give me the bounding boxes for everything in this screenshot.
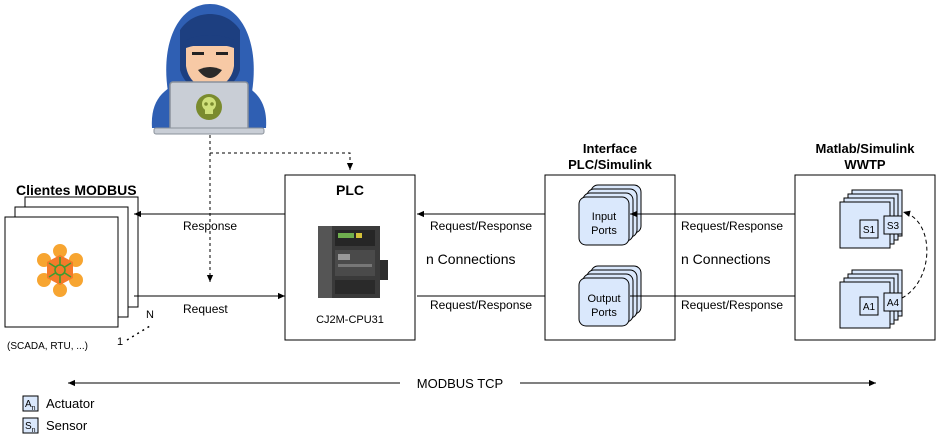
- legend-sensor-sub: n: [32, 427, 36, 434]
- sensor-first-label: S1: [863, 225, 876, 236]
- clients-subtitle: (SCADA, RTU, ...): [7, 341, 88, 352]
- output-ports-stack: [578, 265, 642, 327]
- legend: An Actuator Sn Sensor: [22, 395, 95, 434]
- actuator-first-label: A1: [863, 302, 876, 313]
- legend-sensor-label: Sensor: [46, 418, 88, 433]
- response-label: Response: [183, 219, 237, 233]
- svg-text:Sn: Sn: [25, 421, 36, 434]
- sim-in-link-label: Request/Response: [681, 219, 783, 233]
- connections-left-label: n Connections: [426, 251, 516, 267]
- client-index-start: 1: [117, 336, 123, 348]
- plc-in-link-label: Request/Response: [430, 219, 532, 233]
- simulink-title-line2: WWTP: [844, 157, 885, 172]
- plc-device-icon: [318, 226, 388, 298]
- hacker-icon: [151, 4, 267, 135]
- actuator-last-label: A4: [887, 298, 900, 309]
- request-label: Request: [183, 302, 228, 316]
- legend-sensor-swatch: [22, 417, 39, 434]
- input-ports-label-line1: Input: [592, 211, 616, 223]
- sensor-stack: [839, 189, 903, 249]
- input-ports-label-line2: Ports: [591, 225, 617, 237]
- legend-actuator-symbol: A: [25, 399, 32, 410]
- client-index-end: N: [146, 309, 154, 321]
- plc-model: CJ2M-CPU31: [316, 314, 384, 326]
- input-ports-stack: [578, 184, 642, 246]
- legend-actuator-label: Actuator: [46, 396, 95, 411]
- actuator-to-sensor-loop: [901, 210, 928, 299]
- modbus-logo-icon: [37, 244, 83, 297]
- actuator-stack: [839, 269, 903, 329]
- svg-text:An: An: [25, 399, 36, 412]
- sensor-last-label: S3: [887, 221, 900, 232]
- connections-right-label: n Connections: [681, 251, 771, 267]
- client-range-dots: [126, 325, 151, 341]
- output-ports-label-line2: Ports: [591, 307, 617, 319]
- legend-actuator-sub: n: [32, 405, 36, 412]
- legend-sensor-symbol: S: [25, 421, 32, 432]
- simulink-title-line1: Matlab/Simulink: [816, 141, 916, 156]
- plc-out-link-label: Request/Response: [430, 298, 532, 312]
- legend-actuator-swatch: [22, 395, 39, 412]
- plc-title: PLC: [336, 182, 364, 198]
- bus-label: MODBUS TCP: [417, 376, 503, 391]
- interface-title-line1: Interface: [583, 141, 637, 156]
- sim-out-link-label: Request/Response: [681, 298, 783, 312]
- clients-title: Clientes MODBUS: [16, 182, 137, 198]
- output-ports-label-line1: Output: [587, 293, 620, 305]
- interface-title-line2: PLC/Simulink: [568, 157, 653, 172]
